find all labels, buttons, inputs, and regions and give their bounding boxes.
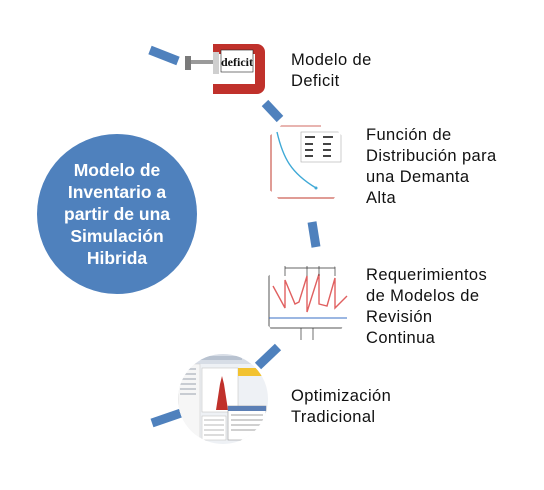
item-label-optimizacion: Optimización Tradicional (291, 387, 392, 426)
central-topic-circle: Modelo de Inventario a partir de una Sim… (37, 134, 197, 294)
inventory-sawtooth-icon (261, 256, 351, 346)
deficit-image-text: deficit (221, 55, 253, 69)
distribution-chart-icon (261, 118, 351, 208)
item-label-funcion-distribucion: Función de Distribución para una Demanta… (366, 126, 497, 207)
c-clamp-deficit-icon: deficit (183, 22, 273, 112)
item-label-requerimientos: Requerimientos de Modelos de Revisión Co… (366, 266, 488, 347)
central-topic-title: Modelo de Inventario a partir de una Sim… (64, 160, 170, 268)
item-label-modelo-deficit: Modelo de Deficit (291, 51, 372, 90)
software-screenshot-icon (178, 354, 268, 444)
